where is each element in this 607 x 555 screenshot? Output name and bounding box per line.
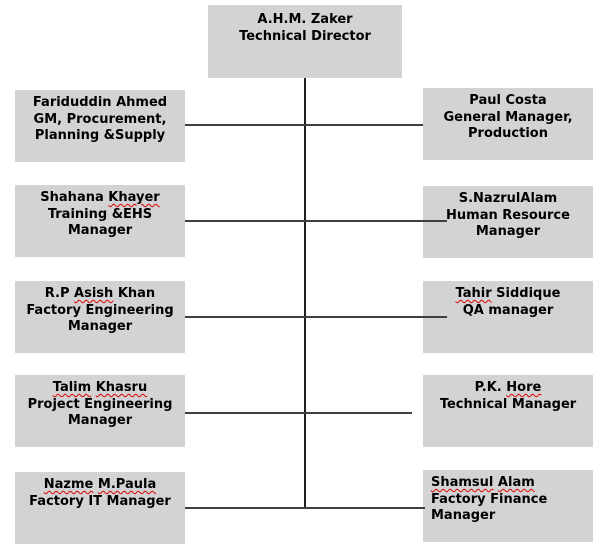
misspelled-word: M.Paula	[97, 477, 157, 492]
name-text: P.K.	[474, 380, 507, 395]
role-line: Project Engineering	[27, 396, 173, 412]
misspelled-word: Shamsul	[431, 475, 494, 490]
misspelled-word: Talim	[52, 380, 92, 395]
name-text: S.NazrulAlam	[458, 191, 558, 206]
role-line: Technical Manager	[439, 396, 577, 412]
connector-row-2	[185, 220, 447, 222]
person-name: Paul Costa	[427, 93, 589, 110]
connector-row-4	[185, 412, 412, 414]
role-line: Training &EHS	[47, 206, 153, 222]
name-text: A.H.M. Zaker	[257, 12, 353, 27]
name-text: Paul Costa	[469, 93, 547, 108]
org-box-paul-costa[interactable]: Paul Costa General Manager, Production	[423, 88, 593, 160]
name-text: Siddique	[491, 286, 561, 301]
connector-row-5	[185, 507, 425, 509]
role-line: Manager	[67, 223, 133, 238]
misspelled-word: Tahir	[455, 286, 492, 301]
org-box-rp-asish-khan[interactable]: R.P Asish Khan Factory Engineering Manag…	[15, 281, 185, 353]
role-line: Production	[468, 126, 548, 141]
name-text: Fariduddin Ahmed	[32, 95, 168, 110]
org-box-nazme-mpaula[interactable]: Nazme M.Paula Factory IT Manager	[15, 472, 185, 544]
org-box-shahana-khayer[interactable]: Shahana Khayer Training &EHS Manager	[15, 185, 185, 257]
person-name: P.K. Hore	[427, 380, 589, 397]
person-name: R.P Asish Khan	[19, 286, 181, 303]
org-box-s-nazrulalam[interactable]: S.NazrulAlam Human Resource Manager	[423, 186, 593, 258]
connector-row-1	[185, 124, 423, 126]
org-box-fariduddin-ahmed[interactable]: Fariduddin Ahmed GM, Procurement, Planni…	[15, 90, 185, 162]
role-line: Human Resource	[446, 207, 570, 223]
role-line: Factory Engineering	[26, 302, 174, 318]
person-name: Fariduddin Ahmed	[19, 95, 181, 112]
person-name: Shamsul Alam	[431, 475, 589, 492]
role-line: QA manager	[462, 302, 554, 318]
name-text: Shahana	[40, 190, 109, 205]
org-box-ahm-zaker[interactable]: A.H.M. Zaker Technical Director	[208, 5, 402, 78]
role-line: Technical Director	[239, 28, 371, 44]
misspelled-word: Nazme	[43, 477, 94, 492]
role-line: Manager	[475, 224, 541, 239]
person-name: Tahir Siddique	[427, 286, 589, 303]
role-line: Manager	[431, 508, 496, 523]
person-name: Nazme M.Paula	[19, 477, 181, 494]
misspelled-word: Hore	[506, 380, 542, 395]
role-line: General Manager,	[443, 109, 573, 125]
person-name: A.H.M. Zaker	[212, 12, 398, 29]
role-line: Planning &Supply	[34, 128, 166, 143]
role-line: Factory Finance	[431, 491, 548, 507]
role-line: Factory IT Manager	[29, 493, 171, 509]
org-box-talim-khasru[interactable]: Talim Khasru Project Engineering Manager	[15, 375, 185, 447]
connector-row-3	[185, 316, 447, 318]
person-name: Talim Khasru	[19, 380, 181, 397]
person-name: Shahana Khayer	[19, 190, 181, 207]
name-text: Khan	[113, 286, 156, 301]
misspelled-word: Alam	[497, 475, 535, 490]
role-line: GM, Procurement,	[33, 111, 167, 127]
org-box-pk-hore[interactable]: P.K. Hore Technical Manager	[423, 375, 593, 447]
connector-spine	[304, 78, 306, 509]
role-line: Manager	[67, 319, 133, 334]
misspelled-word: Asish	[74, 286, 114, 301]
org-box-tahir-siddique[interactable]: Tahir Siddique QA manager	[423, 281, 593, 353]
org-box-shamsul-alam[interactable]: Shamsul Alam Factory Finance Manager	[423, 470, 593, 542]
role-line: Manager	[67, 413, 133, 428]
person-name: S.NazrulAlam	[427, 191, 589, 208]
misspelled-word: Khasru	[95, 380, 148, 395]
name-text: R.P	[44, 286, 75, 301]
misspelled-word: Khayer	[108, 190, 160, 205]
